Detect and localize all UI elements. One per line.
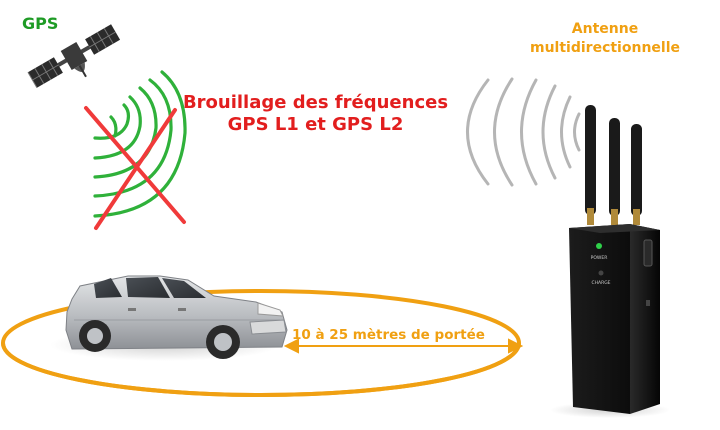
antenna-label-line-1: Antenne xyxy=(571,21,639,37)
range-ellipse-front xyxy=(1,342,521,397)
power-label: POWER xyxy=(591,255,608,261)
gps-label: GPS xyxy=(22,14,59,33)
headline-line-1: Brouillage des fréquences xyxy=(182,92,449,113)
antenna-label-line-2: multidirectionnelle xyxy=(530,40,680,56)
jammer-device-icon xyxy=(550,105,670,418)
antenna-label: Antenne multidirectionnelle xyxy=(505,20,705,58)
blocked-signal-icon xyxy=(84,70,187,230)
headline-line-2: GPS L1 et GPS L2 xyxy=(227,114,404,135)
range-arrow-icon xyxy=(283,338,524,354)
charge-label: CHARGE xyxy=(591,280,610,286)
satellite-icon xyxy=(27,24,121,89)
range-label: 10 à 25 mètres de portée xyxy=(292,327,485,343)
headline: Brouillage des fréquences GPS L1 et GPS … xyxy=(178,92,453,136)
signal-wave-icon xyxy=(466,77,581,187)
car-icon xyxy=(50,275,288,361)
